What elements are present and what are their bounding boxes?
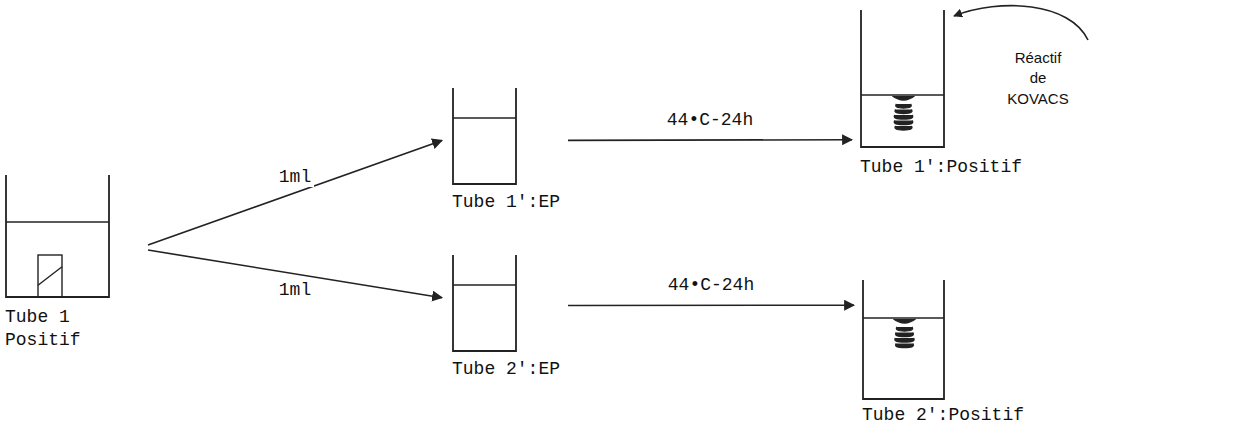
tube-label: Tube 1':EP — [452, 191, 560, 214]
transfer-arrow — [568, 139, 852, 141]
tube-label: Tube 2':Positif — [862, 404, 1024, 427]
test-tube: Tube 1':EP — [452, 88, 560, 214]
tube-label: Tube 1':Positif — [860, 156, 1022, 179]
test-tube: Tube 2':Positif — [862, 280, 1024, 427]
tube-outline — [5, 175, 110, 298]
transfer-arrow — [148, 140, 442, 245]
liquid-level — [453, 117, 516, 118]
tube-outline — [452, 255, 517, 352]
tube-label: Tube 1 Positif — [5, 306, 85, 351]
liquid-level — [861, 94, 944, 95]
test-tube: Tube 2':EP — [452, 255, 560, 381]
transfer-label: 1ml — [276, 167, 314, 187]
transfer-label: 44•C-24h — [664, 110, 756, 130]
reagent-label: Réactif de KOVACS — [1005, 48, 1071, 109]
tube-label: Tube 2':EP — [452, 358, 560, 381]
reagent-arrow — [954, 6, 1088, 40]
liquid-level — [6, 221, 109, 222]
liquid-level — [453, 284, 516, 285]
durham-tube — [38, 255, 62, 297]
transfer-label: 44•C-24h — [665, 275, 757, 295]
indole-ring — [893, 96, 915, 130]
tube-outline — [862, 280, 945, 400]
indole-ring — [894, 319, 916, 348]
tube-outline — [860, 10, 945, 148]
tube-outline — [452, 88, 517, 185]
liquid-level — [863, 317, 944, 318]
transfer-label: 1ml — [276, 280, 314, 300]
test-tube: Tube 1':Positif — [860, 10, 1022, 179]
test-tube: Tube 1 Positif — [5, 175, 110, 351]
transfer-arrow — [568, 304, 854, 306]
